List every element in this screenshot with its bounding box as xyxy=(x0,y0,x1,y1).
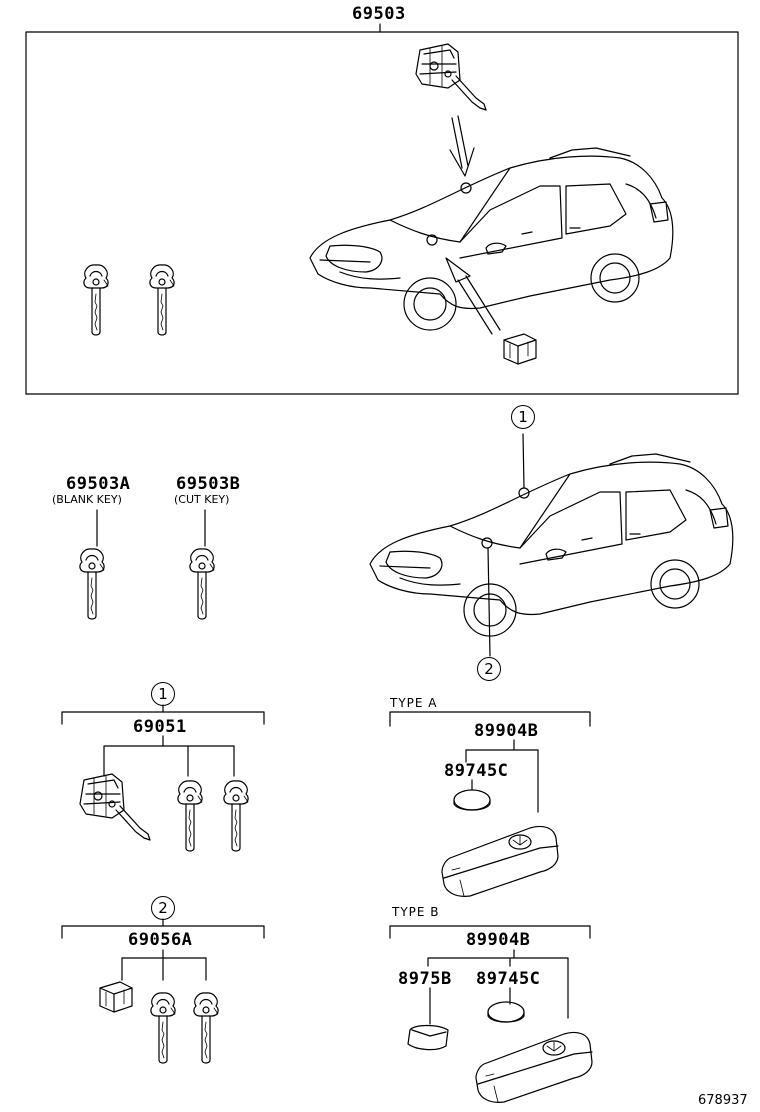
part-number-type-b-cover: 8975B xyxy=(398,969,452,989)
cover-drawing xyxy=(407,1024,449,1051)
location-dot xyxy=(426,234,438,246)
battery-drawing xyxy=(453,789,491,811)
part-number-type-a-battery: 89745C xyxy=(444,761,509,781)
door-lock-drawing xyxy=(503,333,537,365)
key-drawing xyxy=(150,992,176,1064)
blank-key-description: (BLANK KEY) xyxy=(52,493,122,506)
type-b-label: TYPE B xyxy=(392,905,440,919)
key-drawing xyxy=(83,264,109,336)
leader-line xyxy=(522,433,525,489)
group-bracket xyxy=(103,745,235,777)
holder-drawing xyxy=(99,981,133,1013)
leader-line xyxy=(427,949,569,1019)
battery-drawing xyxy=(487,1001,525,1023)
blank-key-drawing xyxy=(79,548,105,620)
vehicle-drawing xyxy=(369,453,734,637)
part-number-type-b-battery: 89745C xyxy=(476,969,541,989)
leader-line xyxy=(487,547,491,657)
key-fob-drawing xyxy=(475,1031,593,1103)
illustration-reference-number: 678937 xyxy=(698,1093,748,1108)
part-number-type-a-fob: 89904B xyxy=(474,721,539,741)
part-number-blank-key: 69503A xyxy=(66,474,131,494)
ignition-cylinder-drawing xyxy=(79,773,151,841)
key-fob-drawing xyxy=(441,825,559,897)
cut-key-drawing xyxy=(189,548,215,620)
group-bracket xyxy=(61,711,265,725)
callout-1-group: 1 xyxy=(151,682,175,706)
key-drawing xyxy=(223,780,249,852)
group-bracket xyxy=(389,711,591,727)
main-set-frame xyxy=(25,31,739,395)
leader-line xyxy=(465,739,539,813)
location-dot xyxy=(481,537,493,549)
part-number-cut-key: 69503B xyxy=(176,474,241,494)
key-drawing xyxy=(177,780,203,852)
arrow-icon xyxy=(449,115,475,177)
callout-1-vehicle: 1 xyxy=(511,405,535,429)
key-drawing xyxy=(193,992,219,1064)
part-number-group-1: 69051 xyxy=(133,717,187,737)
callout-2-group: 2 xyxy=(151,896,175,920)
location-dot xyxy=(460,182,472,194)
ignition-cylinder-drawing xyxy=(415,43,487,111)
group-bracket xyxy=(61,925,265,939)
group-bracket xyxy=(121,957,207,981)
callout-2-vehicle: 2 xyxy=(477,657,501,681)
part-number-group-2: 69056A xyxy=(128,930,193,950)
cut-key-description: (CUT KEY) xyxy=(174,493,230,506)
key-drawing xyxy=(149,264,175,336)
part-number-main-set: 69503 xyxy=(352,4,406,24)
group-bracket xyxy=(389,925,591,939)
part-number-type-b-fob: 89904B xyxy=(466,930,531,950)
arrow-icon xyxy=(445,257,501,335)
type-a-label: TYPE A xyxy=(390,696,438,710)
vehicle-drawing xyxy=(309,147,674,331)
